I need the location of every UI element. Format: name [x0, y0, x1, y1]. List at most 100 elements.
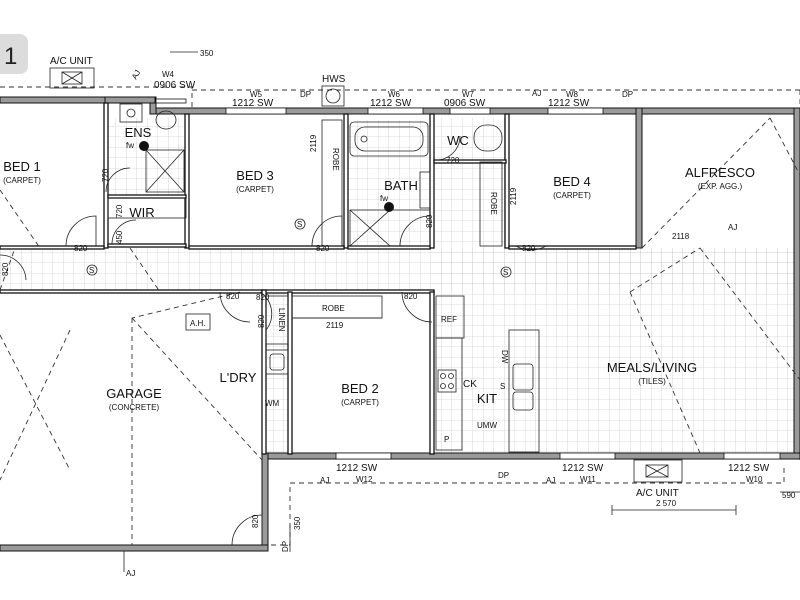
room-name: BED 2	[341, 381, 379, 396]
dim-820-bed4: 820	[522, 244, 536, 253]
window-w7-id: W7	[462, 90, 475, 99]
window-w8-size: 1212 SW	[548, 98, 590, 109]
sheet-number-tab: 1	[0, 34, 28, 74]
room-finish: (CARPET)	[553, 191, 591, 200]
room-bed2: BED 2 (CARPET)	[341, 381, 379, 407]
room-wc-label: WC	[447, 133, 469, 148]
room-finish: (CARPET)	[3, 176, 41, 185]
window-w5-size: 1212 SW	[232, 98, 274, 109]
room-bath-label: BATH	[384, 178, 418, 193]
windows	[155, 98, 781, 460]
aj-marker: AJ	[126, 569, 135, 578]
window-w10-id: W10	[746, 475, 763, 484]
dim-450-wir: 450	[115, 230, 124, 244]
sheet-number: 1	[4, 43, 17, 70]
window-w6-id: W6	[388, 90, 401, 99]
dim-720-ens: 720	[101, 168, 110, 182]
window-w5-id: W5	[250, 90, 263, 99]
dim-820-linen: 820	[256, 293, 270, 302]
window-w7-size: 0906 SW	[444, 98, 486, 109]
kitchen-fixtures	[265, 295, 540, 453]
air-handler-box	[185, 313, 211, 331]
room-name: BED 4	[553, 174, 591, 189]
dp-marker: DP	[300, 90, 311, 99]
dim-820-bed1: 820	[74, 244, 88, 253]
aj-marker: AJ	[130, 68, 142, 81]
hws-label: HWS	[322, 74, 346, 85]
window-tags: W4 0906 SW W5 1212 SW W6 1212 SW W7 0906…	[154, 70, 770, 484]
room-finish: (TILES)	[638, 377, 666, 386]
ac-unit-bottom	[633, 459, 683, 483]
aj-marker: AJ	[320, 476, 329, 485]
hot-water-system	[321, 85, 345, 107]
dim-820-bed3: 820	[316, 244, 330, 253]
eave-line	[0, 86, 800, 546]
window-w11-size: 1212 SW	[562, 463, 604, 474]
floor-waste-bath-label: fw	[380, 194, 388, 203]
dim-720-wir: 720	[115, 204, 124, 218]
dim-820-bath: 820	[425, 214, 434, 228]
robe-bed3-label: ROBE	[331, 148, 340, 171]
internal-walls	[0, 102, 637, 455]
dim-2119-bed2: 2119	[326, 321, 344, 330]
room-name: MEALS/LIVING	[607, 360, 697, 375]
dim-350-top: 350	[200, 49, 214, 58]
dim-590: 590	[782, 491, 796, 500]
ref-label: REF	[441, 315, 457, 324]
room-name: ALFRESCO	[685, 165, 755, 180]
ac-unit-bottom-label: A/C UNIT	[636, 488, 679, 499]
smoke-detector-label: S	[503, 268, 508, 277]
wm-label: WM	[265, 399, 280, 408]
dim-820-left: 820	[1, 262, 10, 276]
aj-marker: AJ	[728, 223, 737, 232]
dim-2119-bed3: 2119	[309, 134, 318, 152]
window-w8-id: W8	[566, 90, 579, 99]
dim-820-ldry: 820	[257, 314, 266, 328]
robes	[107, 119, 503, 345]
dim-820-bed2: 820	[404, 292, 418, 301]
floor-waste-ens-label: fw	[126, 141, 134, 150]
linen-label: LINEN	[277, 308, 286, 332]
room-finish: (CARPET)	[341, 398, 379, 407]
window-w11-id: W11	[580, 475, 596, 484]
dim-2118-alfresco: 2118	[672, 232, 690, 241]
dp-marker: DP	[622, 90, 633, 99]
room-bed4: BED 4 (CARPET)	[553, 174, 591, 200]
room-garage: GARAGE (CONCRETE)	[106, 386, 162, 412]
room-name: BED 1	[3, 159, 41, 174]
dim-2119-bed4: 2119	[509, 187, 518, 205]
room-ens-label: ENS	[125, 125, 152, 140]
roof-hip-lines	[0, 117, 800, 545]
smoke-detector-label: S	[89, 266, 94, 275]
umw-label: UMW	[477, 421, 497, 430]
aj-marker: AJ	[532, 89, 541, 98]
dimension-lines	[123, 51, 800, 572]
room-bed1: BED 1 (CARPET)	[3, 159, 41, 185]
room-alfresco: ALFRESCO (EXP. AGG.)	[685, 165, 755, 191]
window-w6-size: 1212 SW	[370, 98, 412, 109]
marker-tags: AJ AJ AJ AJ AJ AJ DP DP DP DP S S S	[89, 68, 737, 578]
room-kit-label: KIT	[477, 391, 497, 406]
window-w4-id: W4	[162, 70, 175, 79]
room-wir-label: WIR	[129, 205, 154, 220]
dw-label: DW	[500, 350, 509, 364]
dp-marker: DP	[498, 471, 509, 480]
ck-label: CK	[463, 379, 477, 390]
robe-bed4-label: ROBE	[489, 192, 498, 215]
ac-unit-top-label: A/C UNIT	[50, 56, 93, 67]
dim-2570: 2 570	[656, 499, 677, 508]
smoke-detector-label: S	[297, 220, 302, 229]
tiled-floor-areas	[0, 118, 800, 453]
dim-820-garage: 820	[251, 514, 260, 528]
dp-marker: DP	[281, 541, 290, 552]
pantry-label: P	[444, 435, 449, 444]
smoke-detectors	[86, 218, 512, 278]
dim-820-hall: 820	[226, 292, 240, 301]
room-ldry-label: L'DRY	[220, 370, 257, 385]
dim-350-bottom: 350	[293, 516, 302, 530]
room-name: GARAGE	[106, 386, 162, 401]
window-w12-id: W12	[356, 475, 373, 484]
dim-720-wc: 720	[446, 156, 460, 165]
doors	[0, 135, 547, 546]
